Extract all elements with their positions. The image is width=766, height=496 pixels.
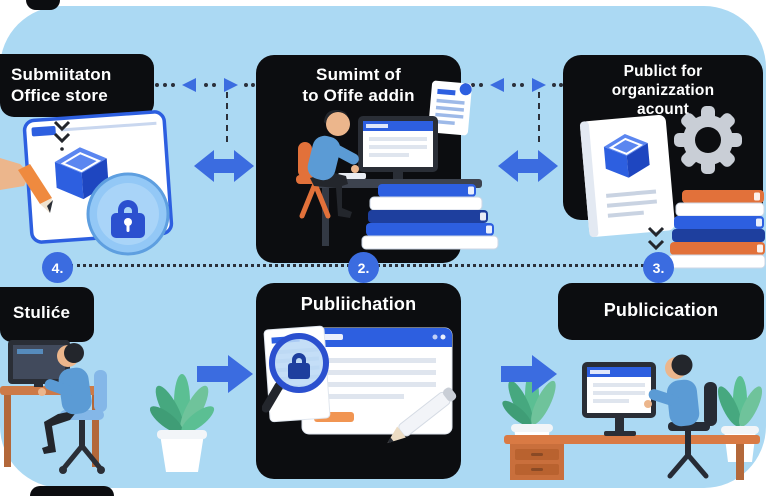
gear-icon <box>674 106 742 174</box>
dotted-double-arrow-connector <box>463 78 563 92</box>
plant-icon <box>149 374 215 472</box>
crop-mark-bottom <box>30 486 114 496</box>
crop-mark-top <box>26 0 60 10</box>
workstation-illustration <box>502 354 763 480</box>
guide-book-icon <box>579 114 675 238</box>
step-title: Publiichation <box>256 293 461 315</box>
magnifier-icon <box>262 333 329 413</box>
step-title: Publict for organizzation acount <box>563 62 763 120</box>
lock-badge-icon <box>86 172 170 256</box>
step-title: Sumimt of to Ofife addin <box>256 64 461 106</box>
step-title: Stuliće <box>13 302 94 323</box>
books-stack-icon <box>361 184 499 250</box>
step-number-badge: 4. <box>42 252 73 283</box>
person-working <box>307 110 359 218</box>
person-desk-illustration <box>296 80 499 250</box>
title-line: Stuliće <box>13 303 71 322</box>
title-line: Publiichation <box>300 294 417 314</box>
addin-cube-icon <box>54 147 109 200</box>
addin-cube-icon <box>603 133 650 178</box>
books-stack-icon <box>667 190 766 269</box>
step-panel-status: Stuliće <box>0 287 94 342</box>
title-line: Publicication <box>603 300 719 320</box>
monitor-icon <box>358 116 438 179</box>
person-working <box>38 343 92 454</box>
monitor-icon <box>8 340 70 387</box>
title-line: Office store <box>11 86 108 106</box>
down-chevrons-icon <box>53 120 71 151</box>
title-line: acount <box>636 101 689 119</box>
desk <box>504 435 760 480</box>
browser-window-icon <box>301 327 453 435</box>
step-title: Submiitaton Office store <box>11 64 146 106</box>
office-chair-icon <box>59 370 107 474</box>
hand-pencil-icon <box>0 158 53 213</box>
review-documents-illustration <box>262 325 457 444</box>
vertical-dashed-connector <box>538 92 540 142</box>
double-arrow-icon <box>194 150 254 182</box>
title-line: organizzation <box>611 82 715 100</box>
person-working <box>644 354 717 479</box>
vertical-dashed-connector <box>226 92 228 142</box>
monitor-icon <box>582 362 656 436</box>
person-desk-rear-illustration <box>0 340 215 474</box>
right-arrow-icon <box>197 355 253 393</box>
step-title: Publicication <box>558 299 764 321</box>
plant-icon <box>502 370 556 462</box>
step-number-badge: 2. <box>348 252 379 283</box>
dotted-double-arrow-connector <box>155 78 255 92</box>
right-arrow-icon <box>501 355 557 393</box>
title-line: Submiitaton <box>11 65 112 84</box>
step-number-badge: 3. <box>643 252 674 283</box>
plant-icon <box>717 376 763 462</box>
title-line: to Ofife addin <box>302 86 415 106</box>
tablet-store-illustration <box>0 110 174 256</box>
title-line: Sumimt of <box>316 65 401 84</box>
title-line: Publict for <box>623 63 703 80</box>
step-panel-submission-office-store: Submiitaton Office store <box>0 54 154 117</box>
document-icon <box>428 80 472 136</box>
double-arrow-icon <box>498 150 558 182</box>
pencil-icon <box>387 387 457 444</box>
step-panel-publication: Publicication <box>558 283 764 340</box>
publish-book-illustration <box>579 106 766 269</box>
